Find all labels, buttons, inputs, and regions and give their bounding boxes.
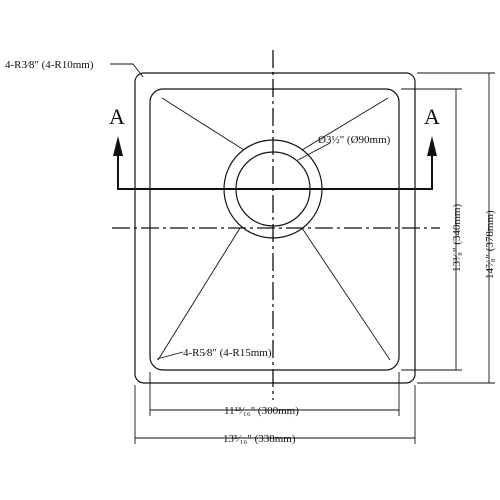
bowl-slope-lines — [157, 97, 391, 361]
outer-height-dimension — [417, 72, 495, 384]
inner-height-dimension — [401, 88, 462, 371]
drain-leader — [297, 142, 331, 161]
section-line-a-a — [113, 136, 437, 190]
section-label-right: A — [424, 104, 440, 129]
inner-radius-leader — [156, 351, 184, 360]
inner-height-label: 13³⁄₈" (340mm) — [451, 204, 463, 272]
inner-width-dimension — [149, 372, 400, 416]
section-label-left: A — [109, 104, 125, 129]
outer-radius-label: 4-R3⁄8" (4-R10mm) — [5, 59, 94, 71]
inner-width-label: 11¹³⁄₁₆" (300mm) — [224, 405, 299, 417]
outer-height-label: 14⁷⁄₈" (378mm) — [484, 210, 496, 279]
outer-width-dimension — [134, 385, 416, 444]
outer-radius-leader — [110, 63, 144, 78]
section-arrow-left — [113, 136, 123, 156]
sink-inner-outline — [149, 88, 400, 371]
drain-diameter-label: Ø3½" (Ø90mm) — [318, 134, 391, 146]
section-arrow-right — [427, 136, 437, 156]
outer-width-label: 13⁵⁄₁₆" (338mm) — [223, 433, 296, 445]
inner-radius-label: 4-R5⁄8" (4-R15mm) — [183, 347, 272, 359]
